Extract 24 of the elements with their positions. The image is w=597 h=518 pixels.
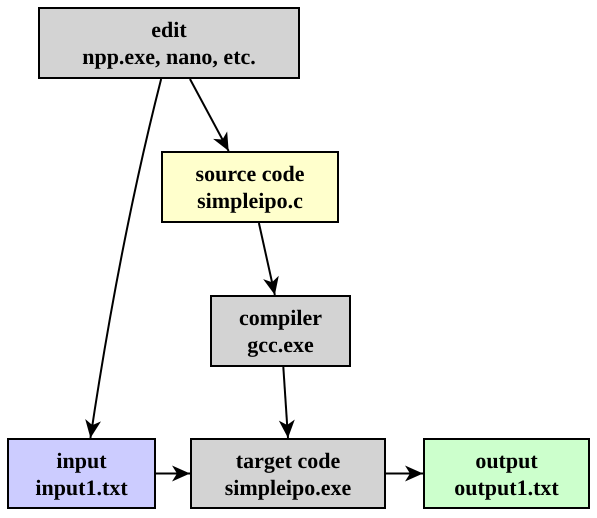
node-title: input	[56, 446, 107, 474]
node-title: edit	[151, 16, 187, 43]
node-title: target code	[236, 446, 340, 474]
arrow	[189, 78, 230, 152]
node-detail: simpleipo.exe	[224, 474, 352, 500]
process-box	[161, 151, 339, 223]
process-box	[7, 438, 156, 509]
node-title: source code	[196, 160, 304, 187]
arrow	[85, 78, 162, 438]
arrow	[258, 222, 279, 296]
node-detail: npp.exe, nano, etc.	[82, 43, 256, 70]
process-box	[423, 438, 590, 509]
node-detail: input1.txt	[35, 474, 128, 500]
arrow	[386, 466, 423, 482]
node-detail: gcc.exe	[247, 331, 314, 358]
process-box	[190, 438, 386, 509]
node-detail: simpleipo.c	[197, 187, 303, 214]
arrow	[156, 466, 190, 482]
process-box	[210, 295, 351, 367]
arrow	[278, 366, 295, 438]
node-title: output	[475, 446, 538, 474]
process-box	[38, 7, 300, 79]
node-title: compiler	[238, 304, 322, 331]
node-detail: output1.txt	[454, 474, 559, 500]
